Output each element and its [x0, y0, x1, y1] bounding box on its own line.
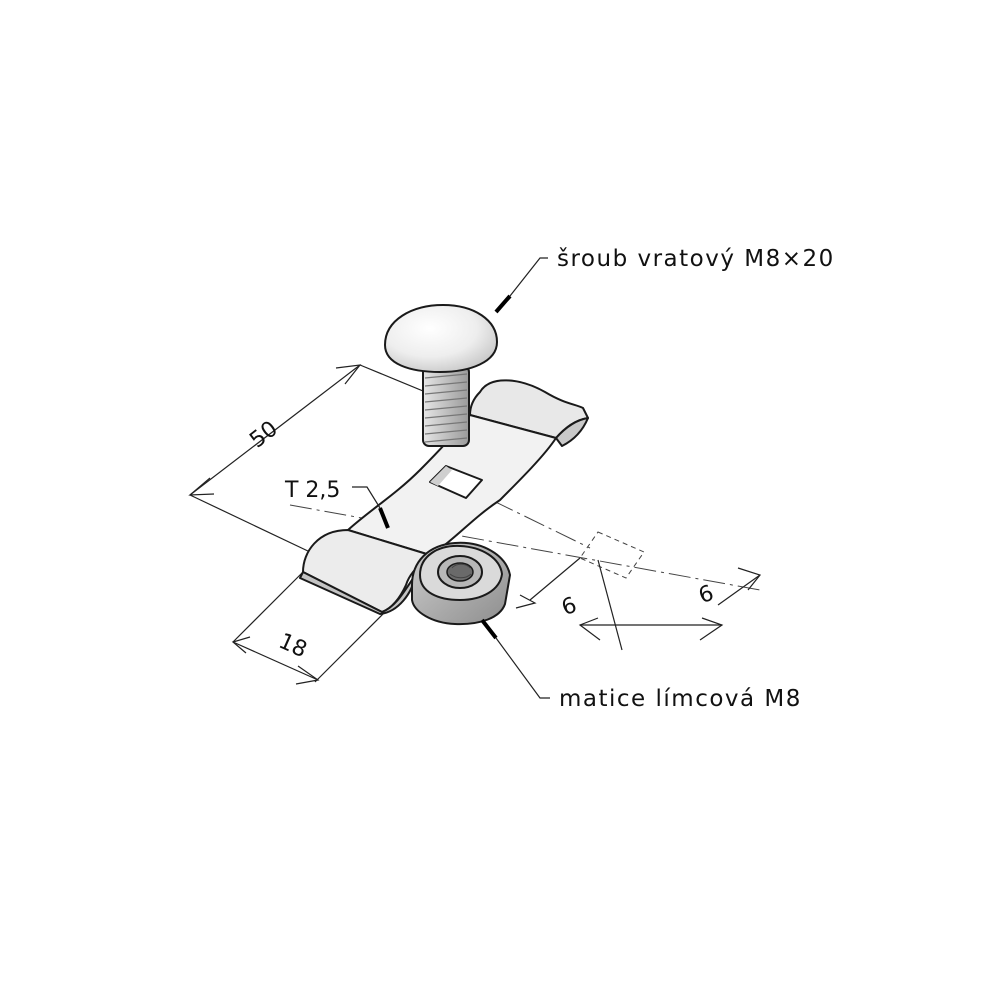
dimension-hole-offset-b-label: 9 — [694, 578, 716, 606]
dimension-thickness-label: T 2,5 — [284, 478, 340, 503]
callout-bolt: šroub vratový M8×20 — [494, 246, 835, 314]
dimension-hole-offset-a-label: 9 — [557, 590, 579, 618]
callout-nut: matice límcová M8 — [480, 618, 802, 712]
clamp-plate — [299, 379, 589, 615]
callout-nut-label: matice límcová M8 — [559, 686, 802, 712]
dimension-hole-offsets: 9 9 — [515, 557, 762, 651]
bolt-threads — [424, 373, 468, 443]
dimension-thickness: T 2,5 — [284, 478, 390, 529]
flange-nut — [411, 541, 511, 626]
dimension-width-label: 18 — [275, 629, 311, 663]
carriage-bolt — [384, 304, 498, 447]
callout-bolt-label: šroub vratový M8×20 — [557, 246, 835, 272]
